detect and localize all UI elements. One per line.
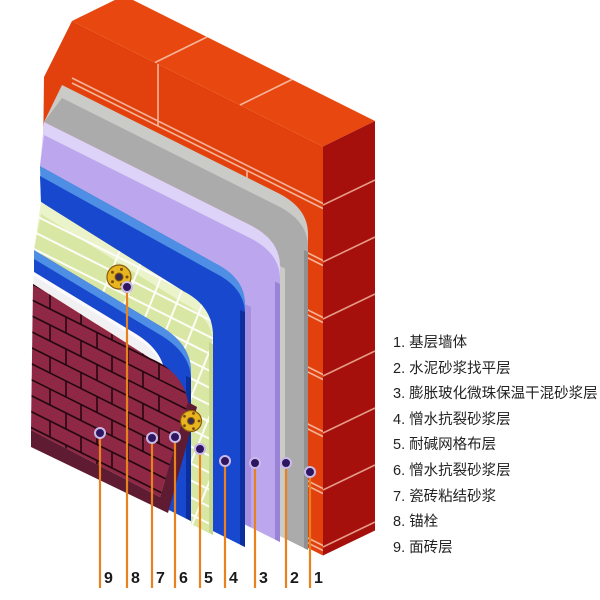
callout-dot-3 [249,457,261,469]
base-wall-side-face [323,121,375,556]
anchor-bolt-lower [179,409,203,433]
insulation-right-edge [275,281,280,542]
mesh-front-face [34,214,213,535]
anchor-stud [111,280,114,284]
anchor-stud [197,419,201,423]
legend: 1. 基层墙体 2. 水泥砂浆找平层 3. 膨胀玻化微珠保温干混砂浆层 4. 憎… [393,331,598,561]
insulation-left-strip [245,304,251,528]
anchor-stud [120,267,123,271]
callout-dot-1 [304,466,316,478]
legend-item-3: 3. 膨胀玻化微珠保温干混砂浆层 [393,386,598,403]
anchor-stud [183,424,186,428]
callout-number-9: 9 [104,570,113,587]
mesh-top-face [34,202,213,535]
callout-dot-6 [169,431,181,443]
leveling-left-highlight [280,266,285,539]
mesh-right-edge [209,342,213,535]
base-wall-top-joint-lines [154,36,293,106]
callout-dot-5 [194,443,206,455]
callout-number-2: 2 [290,570,299,587]
legend-item-7: 7. 瓷砖粘结砂浆 [393,488,497,505]
anchor-stud [192,427,195,430]
base-wall-top-face [72,0,375,147]
anchor-stud [183,414,186,418]
legend-item-6: 6. 憎水抗裂砂浆层 [393,462,511,479]
callout-dot-2 [280,457,292,469]
callout-dot-8 [121,281,133,293]
legend-item-2: 2. 水泥砂浆找平层 [393,360,511,377]
leader-line [98,287,312,588]
legend-item-8: 8. 锚栓 [393,514,439,531]
callout-number-8: 8 [131,570,140,587]
legend-item-4: 4. 憎水抗裂砂浆层 [393,411,511,428]
crack-outer-right-edge [240,310,245,547]
layer-crack-mortar-outer [40,166,245,547]
callout-lines [98,287,312,588]
face-brick-side-faces [31,402,197,513]
leveling-front-face [44,98,308,550]
callout-number-5: 5 [204,570,213,587]
callout-number-4: 4 [229,570,238,587]
anchor-hole [114,272,124,282]
callout-dot-9 [94,427,106,439]
callout-number-3: 3 [259,570,268,587]
callout-number-7: 7 [156,570,165,587]
crack-outer-front-face [40,176,245,547]
callout-numbers: 9 8 7 6 5 4 3 2 1 [104,570,323,587]
callout-dot-7 [146,432,158,444]
layer-insulation [40,122,280,542]
callout-dots [94,281,316,478]
callout-number-6: 6 [179,570,188,587]
anchor-stud [111,270,114,274]
anchor-stud [192,412,195,415]
legend-item-5: 5. 耐碱网格布层 [393,437,497,454]
callout-dot-4 [219,455,231,467]
face-brick-front-face [31,284,188,497]
insulation-front-face [40,135,280,542]
anchor-hole [187,417,195,425]
leveling-right-edge [304,250,308,550]
legend-item-9: 9. 面砖层 [393,539,453,556]
base-wall-side-mortar-lines [322,179,376,548]
callout-number-1: 1 [314,570,323,587]
legend-item-1: 1. 基层墙体 [393,335,468,351]
anchor-stud [125,275,129,279]
